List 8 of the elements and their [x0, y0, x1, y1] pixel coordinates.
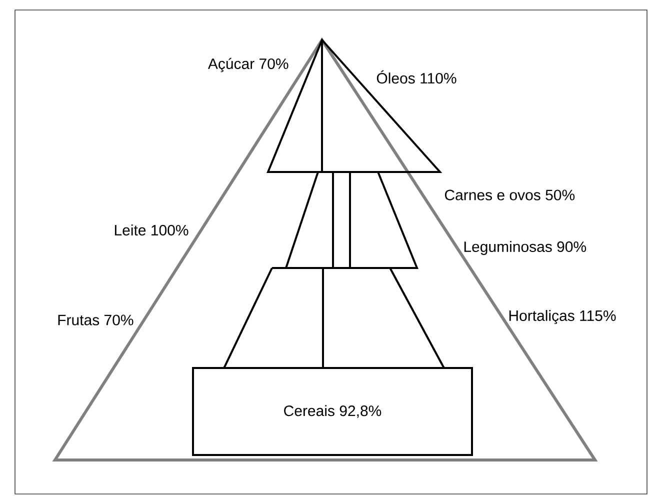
group-label: Hortaliças 115% [509, 310, 616, 324]
food-group-box: Cereais 92,8% [192, 367, 473, 456]
group-label: Óleos 110% [376, 70, 456, 84]
group-label: Leite 100% [114, 224, 188, 236]
group-label: Açúcar 70% [208, 58, 288, 72]
group-label: Leguminosas 90% [464, 241, 586, 255]
group-label: Frutas 70% [58, 314, 134, 326]
group-label: Carnes e ovos 50% [444, 190, 575, 200]
